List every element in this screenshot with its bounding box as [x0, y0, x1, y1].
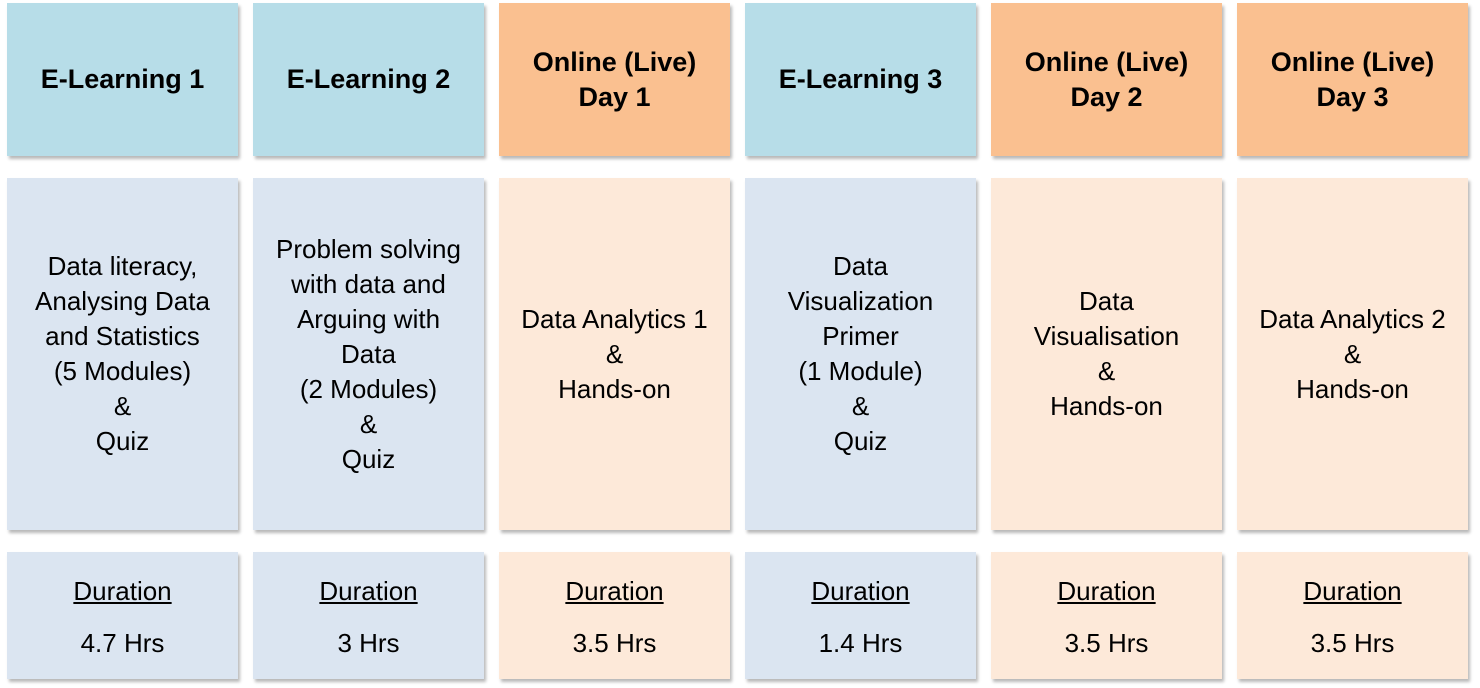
header-online-day-3: Online (Live) Day 3: [1237, 3, 1468, 156]
header-title: Online (Live) Day 1: [532, 46, 697, 112]
duration-label: Duration: [319, 576, 418, 606]
content-online-day-1: Data Analytics 1 & Hands-on: [499, 178, 730, 530]
content-online-day-3: Data Analytics 2 & Hands-on: [1237, 178, 1468, 530]
duration-value: 3.5 Hrs: [572, 628, 657, 658]
duration-online-day-2: Duration 3.5 Hrs: [991, 552, 1222, 679]
content-text: Data Visualization Primer (1 Module) & Q…: [787, 251, 934, 456]
duration-e-learning-2: Duration 3 Hrs: [253, 552, 484, 679]
duration-value: 1.4 Hrs: [818, 628, 903, 658]
duration-value: 3.5 Hrs: [1310, 628, 1395, 658]
content-text: Data literacy, Analysing Data and Statis…: [35, 251, 210, 456]
header-online-day-1: Online (Live) Day 1: [499, 3, 730, 156]
content-e-learning-2: Problem solving with data and Arguing wi…: [253, 178, 484, 530]
content-text: Data Analytics 2 & Hands-on: [1259, 303, 1446, 404]
header-title: Online (Live) Day 2: [1024, 46, 1189, 112]
header-title: E-Learning 1: [40, 64, 205, 94]
content-text: Data Visualisation & Hands-on: [1033, 286, 1180, 421]
content-text: Problem solving with data and Arguing wi…: [276, 233, 461, 474]
header-title: E-Learning 3: [778, 64, 943, 94]
header-online-day-2: Online (Live) Day 2: [991, 3, 1222, 156]
duration-value: 3 Hrs: [337, 628, 400, 658]
duration-value: 3.5 Hrs: [1064, 628, 1149, 658]
duration-label: Duration: [73, 576, 172, 606]
duration-value: 4.7 Hrs: [80, 628, 165, 658]
duration-e-learning-3: Duration 1.4 Hrs: [745, 552, 976, 679]
duration-label: Duration: [1057, 576, 1156, 606]
duration-online-day-3: Duration 3.5 Hrs: [1237, 552, 1468, 679]
duration-e-learning-1: Duration 4.7 Hrs: [7, 552, 238, 679]
content-text: Data Analytics 1 & Hands-on: [521, 303, 708, 404]
header-title: Online (Live) Day 3: [1270, 46, 1435, 112]
duration-label: Duration: [565, 576, 664, 606]
header-title: E-Learning 2: [286, 64, 451, 94]
course-schedule-grid: E-Learning 1 E-Learning 2 Online (Live) …: [7, 3, 1468, 683]
duration-online-day-1: Duration 3.5 Hrs: [499, 552, 730, 679]
duration-label: Duration: [1303, 576, 1402, 606]
content-e-learning-3: Data Visualization Primer (1 Module) & Q…: [745, 178, 976, 530]
content-e-learning-1: Data literacy, Analysing Data and Statis…: [7, 178, 238, 530]
header-e-learning-2: E-Learning 2: [253, 3, 484, 156]
header-e-learning-1: E-Learning 1: [7, 3, 238, 156]
content-online-day-2: Data Visualisation & Hands-on: [991, 178, 1222, 530]
header-e-learning-3: E-Learning 3: [745, 3, 976, 156]
duration-label: Duration: [811, 576, 910, 606]
